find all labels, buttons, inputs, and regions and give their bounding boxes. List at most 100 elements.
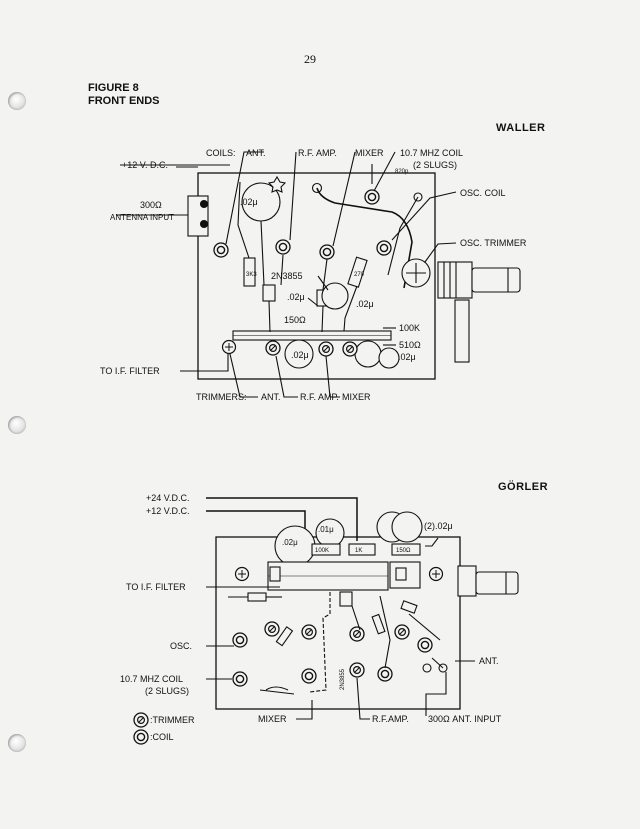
waller-resistor-270 — [347, 256, 368, 288]
waller-ant-coil-icon — [213, 242, 229, 258]
waller-label-cap-02-right: .02μ — [356, 299, 374, 309]
legend-coil-label: :COIL — [150, 732, 174, 742]
gorler-coil-lower-mid — [301, 668, 317, 684]
gorler-shaft-mount — [457, 565, 477, 597]
gorler-label-slugs: (2 SLUGS) — [145, 686, 189, 696]
waller-label-cap-02-mid: .02μ — [287, 292, 305, 302]
gorler-label-ant: ANT. — [479, 656, 499, 666]
waller-label-rf-amp: R.F. AMP. — [298, 148, 337, 158]
gorler-resistor-small-3 — [275, 626, 294, 647]
waller-label-trim-rf: R.F. AMP. — [300, 392, 339, 402]
gorler-osc-trimmer-icon — [264, 621, 280, 637]
waller-label-trim-mixer: MIXER — [342, 392, 371, 402]
gorler-label-107-coil: 10.7 MHZ COIL — [120, 674, 183, 684]
waller-antenna-terminal-1 — [199, 199, 209, 209]
waller-diagram — [116, 151, 521, 398]
waller-label-100k: 100K — [399, 323, 420, 333]
waller-label-cap-02-center: .02μ — [291, 350, 309, 360]
waller-label-antenna-input: ANTENNA INPUT — [110, 213, 174, 222]
waller-label-slugs: (2 SLUGS) — [413, 160, 457, 170]
figure-title: FIGURE 8 FRONT ENDS — [88, 82, 160, 108]
gorler-coil-rf-lower — [377, 666, 393, 682]
gorler-screw-left — [234, 566, 250, 582]
waller-107-coil-icon — [364, 189, 380, 205]
binder-hole-bottom — [8, 734, 26, 752]
waller-label-to-if-filter: TO I.F. FILTER — [100, 366, 160, 376]
gorler-label-2n3855: 2N3855 — [340, 668, 346, 690]
gorler-label-24v: +24 V.D.C. — [146, 493, 189, 503]
waller-label-osc-coil: OSC. COIL — [460, 188, 506, 198]
waller-cap-disc-right — [321, 282, 349, 310]
waller-label-820p: 820p — [395, 169, 409, 175]
gorler-ant-coil-icon — [417, 637, 433, 653]
waller-osc-bracket — [454, 299, 470, 363]
gorler-osc-coil-icon — [232, 632, 248, 648]
gorler-ant-terminal-1 — [422, 663, 432, 673]
gorler-label-2x02: (2).02μ — [424, 521, 453, 531]
binder-hole-middle — [8, 416, 26, 434]
gorler-trimmer-ant-icon — [394, 624, 410, 640]
gorler-diagram — [206, 497, 519, 720]
waller-label-mixer: MIXER — [355, 148, 384, 158]
waller-transistor-left — [262, 284, 276, 302]
figure-title-line2: FRONT ENDS — [88, 95, 160, 107]
gorler-shaft — [475, 571, 519, 595]
gorler-resistor-small-1 — [247, 592, 267, 602]
waller-label-270: 270 — [354, 272, 365, 278]
waller-label-osc-trimmer: OSC. TRIMMER — [460, 238, 527, 248]
gorler-label-cap-01: .01μ — [318, 525, 334, 534]
legend-trimmer-icon — [133, 712, 149, 728]
waller-title: WALLER — [496, 122, 546, 134]
waller-board — [197, 172, 436, 380]
waller-label-510-ohm: 510Ω — [399, 340, 421, 350]
gorler-resistor-150 — [391, 543, 421, 556]
waller-cap-disc-bottom-3 — [378, 347, 400, 369]
gorler-label-1k: 1K — [355, 548, 362, 554]
waller-label-150-ohm: 150Ω — [284, 315, 306, 325]
gorler-resistor-100k — [311, 543, 341, 556]
gorler-resistor-small-2 — [400, 600, 418, 614]
gorler-label-mixer: MIXER — [258, 714, 287, 724]
waller-osc-coil-icon — [376, 240, 392, 256]
gorler-label-osc: OSC. — [170, 641, 192, 651]
gorler-label-rf-amp: R.F.AMP. — [372, 714, 409, 724]
gorler-trimmer-mid-icon — [301, 624, 317, 640]
gorler-transistor — [339, 591, 353, 607]
gorler-label-150: 150Ω — [396, 548, 411, 554]
gorler-resistor-1k — [348, 543, 376, 556]
binder-hole-top — [8, 92, 26, 110]
waller-label-12v: +12 V. D.C. — [122, 160, 168, 170]
waller-label-107-coil: 10.7 MHZ COIL — [400, 148, 463, 158]
waller-trimmer-ant2-icon — [265, 340, 281, 356]
waller-label-3k3: 3K3 — [246, 272, 257, 278]
gorler-trimmer-bottom — [349, 662, 365, 678]
waller-label-coils: COILS: — [206, 148, 236, 158]
waller-label-trimmers: TRIMMERS: — [196, 392, 247, 402]
waller-label-cap-02-bottom: .02μ — [398, 352, 416, 362]
waller-trimmer-mixer-icon — [342, 341, 358, 357]
waller-antenna-terminal-2 — [199, 219, 209, 229]
waller-cap-disc-bottom-2 — [354, 340, 382, 368]
gorler-label-to-if-filter: TO I.F. FILTER — [126, 582, 186, 592]
waller-trimmer-rf-icon — [318, 341, 334, 357]
waller-label-2n3855: 2N3855 — [271, 271, 303, 281]
waller-label-ant: ANT. — [246, 148, 266, 158]
page-number: 29 — [304, 52, 316, 66]
gorler-screw-right — [428, 566, 444, 582]
gorler-trimmer-rf-icon — [349, 626, 365, 642]
waller-osc-trimmer-shaft — [471, 267, 521, 293]
gorler-title: GÖRLER — [498, 481, 549, 493]
waller-rf-coil-icon — [275, 239, 291, 255]
legend-coil-icon — [133, 729, 149, 745]
gorler-label-ant-input: 300Ω ANT. INPUT — [428, 714, 502, 724]
gorler-label-12v: +12 V.D.C. — [146, 506, 189, 516]
gorler-cap-disc-right-2 — [391, 511, 423, 543]
gorler-label-cap-02-left: .02μ — [282, 538, 298, 547]
waller-label-300-ohm: 300Ω — [140, 200, 162, 210]
gorler-107-coil-icon — [232, 671, 248, 687]
waller-resistor-3k3 — [243, 257, 256, 287]
waller-label-cap-02-left: .02μ — [240, 197, 258, 207]
waller-osc-trimmer-body — [437, 261, 473, 299]
legend-trimmer-label: :TRIMMER — [150, 715, 195, 725]
